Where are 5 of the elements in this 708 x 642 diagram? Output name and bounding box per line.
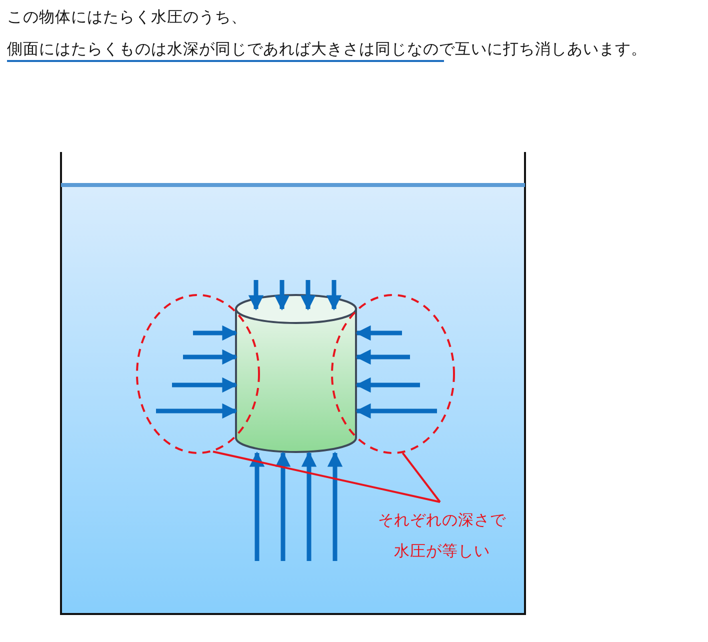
leader-line bbox=[212, 450, 440, 503]
callout-text: それぞれの深さで水圧が等しい bbox=[372, 505, 512, 567]
description-text: この物体にはたらく水圧のうち、 bbox=[7, 7, 247, 28]
leader-line bbox=[402, 452, 441, 503]
description-text: 側面にはたらくものは水深が同じであれば大きさは同じなので互いに打ち消しあいます。 bbox=[7, 39, 647, 60]
